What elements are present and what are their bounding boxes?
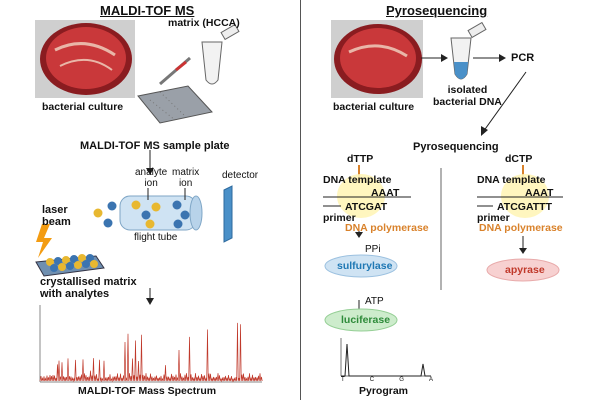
- ion-particles: [93, 200, 190, 229]
- aaat-left: AAAT: [371, 187, 400, 199]
- dna-polymerase-left: DNA polymerase: [345, 222, 429, 234]
- matrix-hcca-label: matrix (HCCA): [168, 17, 240, 29]
- petri-dish-icon: [35, 20, 135, 98]
- pyrogram-label: Pyrogram: [359, 385, 409, 397]
- dna-polymerase-right: DNA polymerase: [479, 222, 563, 234]
- pcr-label: PCR: [511, 52, 535, 64]
- maldi-graphics: [35, 20, 263, 383]
- mass-spectrum-icon: [39, 305, 263, 383]
- pyro-base-a: A: [428, 377, 433, 383]
- crystallised-matrix-icon: [35, 254, 105, 277]
- sulfurylase-ellipse: [324, 254, 398, 278]
- dctp-label: dCTP: [505, 153, 533, 165]
- atcgattt-label: ATCGATTT: [497, 201, 553, 213]
- maldi-title: MALDI-TOF MS: [100, 3, 195, 18]
- atp-label: ATP: [365, 296, 384, 307]
- matrix-ion-label: matrix ion: [172, 167, 200, 189]
- mass-spectrum-label: MALDI-TOF Mass Spectrum: [78, 385, 217, 397]
- luciferase-label: luciferase: [341, 314, 391, 326]
- isolated-dna-label: isolated bacterial DNA: [433, 84, 502, 108]
- pyrosequencing-label: Pyrosequencing: [413, 141, 499, 153]
- pyrosequencing-panel: Pyrosequencing: [301, 0, 600, 400]
- pyro-title: Pyrosequencing: [386, 3, 488, 18]
- dna-template-left: DNA template: [323, 174, 392, 186]
- petri-dish-icon: [331, 20, 423, 98]
- atcgat-label: ATCGAT: [345, 201, 388, 213]
- detector-label: detector: [222, 170, 259, 181]
- dttp-label: dTTP: [347, 153, 374, 165]
- matrix-tube-icon: [201, 23, 240, 85]
- left-bacterial-culture-label: bacterial culture: [42, 101, 124, 113]
- primer-left: primer: [323, 212, 356, 224]
- primer-right: primer: [477, 212, 510, 224]
- pyro-base-t: T: [341, 377, 345, 383]
- pipette-icon: [159, 56, 191, 86]
- sample-plate-label: MALDI-TOF MS sample plate: [80, 140, 230, 152]
- right-bacterial-culture-label: bacterial culture: [333, 101, 415, 113]
- sulfurylase-label: sulfurylase: [337, 260, 393, 272]
- panel-divider: [300, 0, 301, 400]
- apyrase-ellipse: [486, 258, 560, 282]
- flight-tube-icon: [119, 195, 203, 231]
- polymerase-blob-left: [337, 174, 385, 218]
- polymerase-blob-right: [501, 174, 549, 218]
- dna-template-right: DNA template: [477, 174, 546, 186]
- laser-bolt-icon: [36, 224, 52, 258]
- pyrogram-bases: T C G A: [341, 377, 433, 383]
- pyrogram-icon: [340, 338, 431, 377]
- flight-tube-label: flight tube: [134, 232, 178, 243]
- dna-tube-icon: [450, 21, 487, 80]
- crystallised-matrix-label: crystallised matrix with analytes: [40, 276, 137, 300]
- pyro-base-c: C: [369, 377, 375, 383]
- laser-beam-label: laser beam: [42, 204, 71, 228]
- apyrase-label: apyrase: [505, 264, 545, 276]
- sample-plate-icon: [137, 85, 213, 124]
- maldi-tof-panel: MALDI-TOF MS: [35, 3, 263, 397]
- aaat-right: AAAT: [525, 187, 554, 199]
- detector-icon: [223, 185, 233, 243]
- pyro-base-g: G: [399, 377, 404, 383]
- analyte-ion-label: analyte ion: [135, 167, 168, 189]
- luciferase-ellipse: [324, 308, 398, 332]
- ppi-label: PPi: [365, 244, 381, 255]
- pyro-graphics: [323, 20, 563, 377]
